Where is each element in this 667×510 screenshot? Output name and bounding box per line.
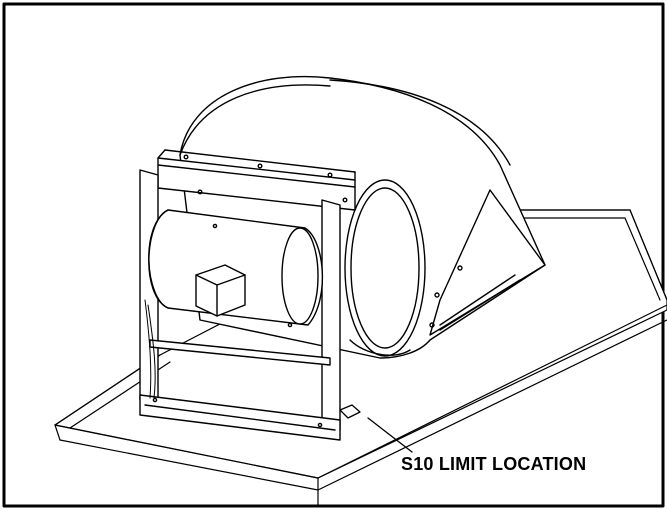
motor-junction-box (195, 264, 246, 317)
motor (148, 209, 324, 328)
callout-leader (367, 417, 413, 453)
motor-mount-frame (139, 149, 356, 441)
callout-label: S10 LIMIT LOCATION (401, 454, 587, 474)
limit-switch-marker (339, 404, 361, 419)
